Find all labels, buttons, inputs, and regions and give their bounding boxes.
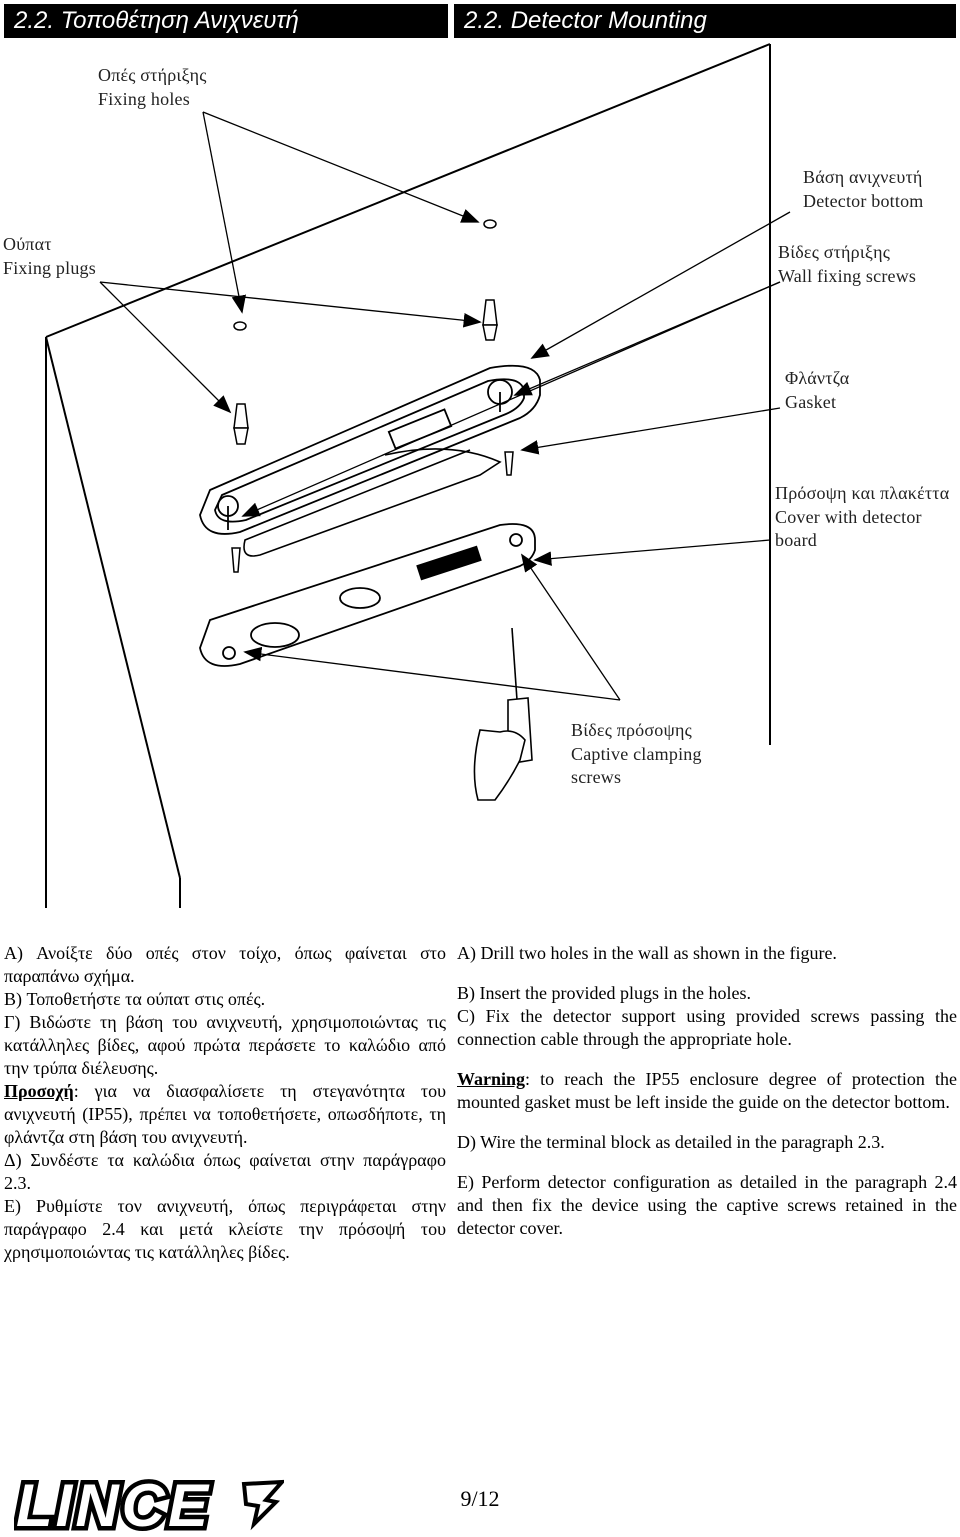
fixing-plug-right (482, 299, 498, 341)
warning-text-gr: : για να διασφαλίσετε τη στεγανότητα του… (4, 1081, 446, 1147)
label-cover-en-2: board (775, 530, 817, 550)
label-wall-screws-gr: Βίδες στήριξης (778, 242, 891, 262)
label-cover-en-1: Cover with detector (775, 506, 922, 527)
label-fixing-holes: Οπές στήριξης Fixing holes (98, 64, 207, 111)
label-fixing-plugs-en: Fixing plugs (3, 257, 96, 278)
wall-outline (45, 43, 771, 908)
label-captive-en-2: screws (571, 767, 622, 787)
step-a-en: A) Drill two holes in the wall as shown … (457, 943, 837, 963)
detector-bottom (199, 364, 541, 535)
step-e-en: E) Perform detector configuration as det… (457, 1172, 957, 1238)
label-wall-screws: Βίδες στήριξης Wall fixing screws (778, 241, 916, 288)
step-c-gr: Γ) Βιδώστε τη βάση του ανιχνευτή, χρησιμ… (4, 1012, 446, 1078)
lynx-icon (241, 1479, 287, 1531)
fixing-plug-left (233, 403, 249, 445)
warning-en: Warning: to reach the IP55 enclosure deg… (457, 1068, 957, 1114)
step-d-gr: Δ) Συνδέστε τα καλώδια όπως φαίνεται στη… (4, 1150, 446, 1193)
label-captive-screws: Βίδες πρόσοψης Captive clamping screws (571, 719, 702, 790)
label-fixing-holes-gr: Οπές στήριξης (98, 65, 207, 85)
label-wall-screws-en: Wall fixing screws (778, 265, 917, 286)
instructions-english: A) Drill two holes in the wall as shown … (457, 942, 957, 1257)
warning-text-en: : to reach the IP55 enclosure degree of … (457, 1069, 957, 1112)
instructions-greek: A) Ανοίξτε δύο οπές στον τοίχο, όπως φαί… (4, 942, 446, 1264)
label-detector-bottom-gr: Βάση ανιχνευτή (803, 167, 923, 187)
label-fixing-plugs-gr: Ούπατ (3, 234, 52, 254)
warning-label-gr: Προσοχή (4, 1081, 74, 1101)
screwdriver (473, 627, 533, 801)
label-fixing-holes-en: Fixing holes (98, 88, 190, 109)
fixing-hole-right (483, 219, 497, 229)
label-cover: Πρόσοψη και πλακέττα Cover with detector… (775, 482, 949, 553)
label-gasket-en: Gasket (785, 391, 837, 412)
label-captive-gr: Βίδες πρόσοψης (571, 720, 692, 740)
logo-wordmark: LINCE (16, 1476, 211, 1532)
step-a-gr: A) Ανοίξτε δύο οπές στον τοίχο, όπως φαί… (4, 943, 446, 986)
step-d-en: D) Wire the terminal block as detailed i… (457, 1132, 885, 1152)
fixing-hole-left (233, 321, 247, 331)
step-b-en: B) Insert the provided plugs in the hole… (457, 983, 751, 1003)
section-title-greek: 2.2. Τοποθέτηση Ανιχνευτή (4, 4, 448, 38)
step-b-gr: B) Τοποθετήστε τα ούπατ στις οπές. (4, 989, 266, 1009)
callout-arrows (99, 111, 791, 701)
page-number: 9/12 (460, 1486, 500, 1511)
lince-logo: LINCE (12, 1468, 287, 1537)
step-c-en: C) Fix the detector support using provid… (457, 1006, 957, 1049)
wall-screw-left (231, 547, 241, 573)
label-gasket: Φλάντζα Gasket (785, 367, 849, 414)
section-title-english: 2.2. Detector Mounting (454, 4, 956, 38)
label-fixing-plugs: Ούπατ Fixing plugs (3, 233, 96, 280)
label-cover-gr: Πρόσοψη και πλακέττα (775, 483, 950, 503)
warning-gr: Προσοχή: για να διασφαλίσετε τη στεγανότ… (4, 1080, 446, 1149)
label-detector-bottom-en: Detector bottom (803, 190, 924, 211)
step-e-gr: E) Ρυθμίστε τον ανιχνευτή, όπως περιγράφ… (4, 1196, 446, 1262)
label-gasket-gr: Φλάντζα (785, 368, 850, 388)
warning-label-en: Warning (457, 1069, 526, 1089)
label-captive-en-1: Captive clamping (571, 743, 702, 764)
wall-screw-right (504, 451, 514, 476)
cable (243, 448, 502, 557)
mounting-diagram (45, 43, 791, 908)
detector-cover (199, 523, 536, 667)
label-detector-bottom: Βάση ανιχνευτή Detector bottom (803, 166, 923, 213)
